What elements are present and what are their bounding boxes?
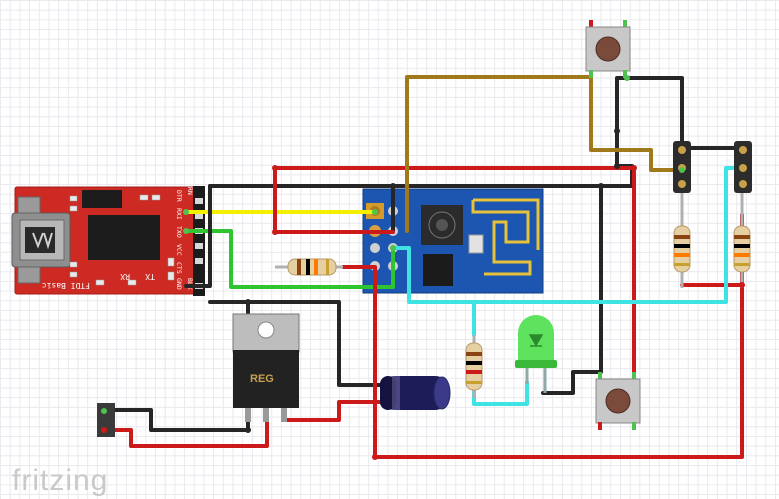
wire-black-ftdi-gnd[interactable] [184, 184, 212, 288]
ftdi-grn-label: GRN [186, 183, 194, 195]
wire-black-cap[interactable] [208, 300, 387, 387]
wire-red-cap[interactable] [283, 400, 387, 422]
fritzing-watermark: fritzing [12, 464, 108, 497]
resistor-horizontal[interactable] [275, 258, 343, 276]
wire-red-jack[interactable] [102, 418, 269, 448]
wire-red-long[interactable] [341, 265, 744, 459]
ftdi-pin-label: VCC [175, 244, 183, 256]
ftdi-tx-label: TX [145, 272, 155, 281]
ftdi-pin-label: TXO [175, 226, 183, 238]
wire-black-reg-gnd[interactable] [102, 300, 250, 432]
ftdi-smd-pads [69, 194, 175, 286]
ftdi-chip [88, 215, 160, 260]
ftdi-pin-label: DTR [175, 190, 183, 202]
header-connector-b[interactable] [734, 141, 752, 193]
ftdi-pin-label: RXI [175, 208, 183, 220]
green-led[interactable] [515, 315, 557, 393]
wires [102, 75, 747, 459]
voltage-regulator[interactable]: REG [232, 313, 300, 422]
connection-dots [183, 75, 685, 251]
ftdi-rx-label: RX [120, 272, 130, 281]
wire-brown[interactable] [405, 75, 684, 233]
usb-connector [11, 196, 71, 284]
push-button-bottom[interactable] [595, 372, 641, 430]
wire-black-led[interactable] [541, 184, 603, 395]
push-button-top[interactable] [585, 20, 631, 78]
resistor-led[interactable] [465, 335, 483, 398]
wire-black-bus[interactable] [208, 76, 744, 204]
electrolytic-capacitor[interactable] [380, 376, 451, 410]
junction-dots-red [272, 165, 745, 460]
resistor-right-a[interactable] [673, 190, 691, 288]
led-smd [468, 234, 484, 254]
ftdi-pin-label: CTS [175, 262, 183, 274]
ftdi-basic-board[interactable]: DTR RXI TXO VCC CTS GND GRN BLK TX RX FT… [11, 183, 205, 296]
resistor-right-b[interactable] [733, 190, 751, 288]
wire-green[interactable] [184, 229, 395, 289]
wire-cyan-main[interactable] [391, 166, 747, 304]
wire-red-top[interactable] [273, 166, 636, 292]
flash-chip [423, 254, 453, 286]
ftdi-blk-label: BLK [186, 278, 194, 290]
pcb-antenna [471, 198, 540, 276]
power-jack[interactable] [97, 403, 115, 437]
ftdi-pin-label: GND [175, 278, 183, 290]
ftdi-header-block [82, 190, 122, 208]
esp8266-module[interactable] [362, 188, 544, 294]
junction-dots [245, 128, 620, 433]
ftdi-board-name: FTDI Basic [42, 281, 90, 290]
regulator-label: REG [250, 373, 274, 385]
